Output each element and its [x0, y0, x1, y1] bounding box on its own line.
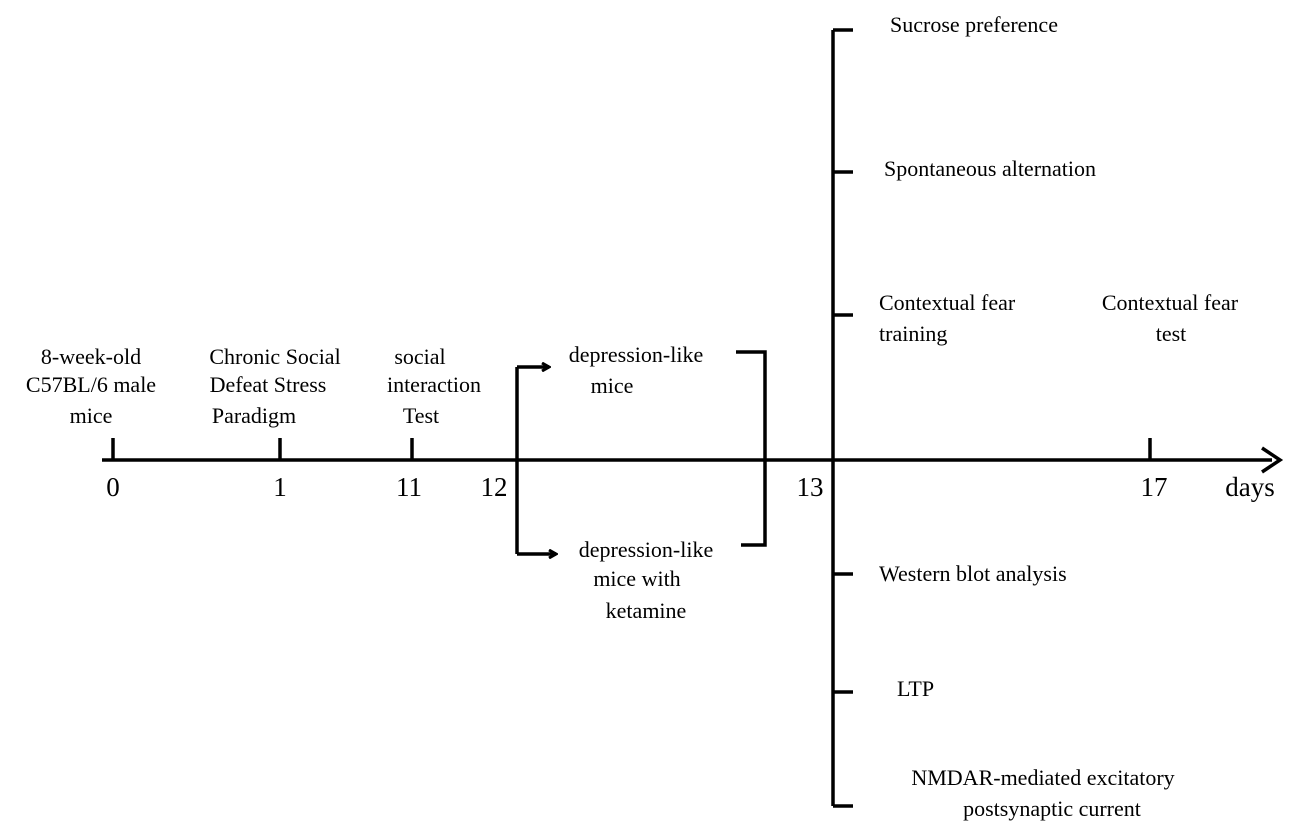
- group-merge-bracket: [736, 350, 767, 547]
- assay-sucrose-preference: Sucrose preference: [890, 12, 1058, 37]
- event-csds-line-3: Paradigm: [212, 403, 296, 428]
- assay-nmdar-line-1: NMDAR-mediated excitatory: [911, 765, 1174, 790]
- event-start-line-2: C57BL/6 male: [26, 372, 156, 397]
- tick-label-0: 0: [106, 472, 120, 502]
- tick-label-1: 1: [273, 472, 287, 502]
- lower-group-line-2: mice with: [593, 566, 680, 591]
- fear-test-line-2: test: [1156, 321, 1187, 346]
- lower-group-line-1: depression-like: [579, 537, 713, 562]
- upper-group-line-1: depression-like: [569, 342, 703, 367]
- upper-group-line-2: mice: [591, 373, 634, 398]
- event-start-label: 8-week-old C57BL/6 male mice: [26, 344, 156, 428]
- event-social-interaction-label: social interaction Test: [387, 344, 481, 428]
- event-start-line-1: 8-week-old: [41, 344, 141, 369]
- tick-label-13: 13: [797, 472, 824, 502]
- event-si-line-1: social: [394, 344, 445, 369]
- tick-label-17: 17: [1141, 472, 1168, 502]
- event-start-line-3: mice: [70, 403, 113, 428]
- assay-fear-training-line-1: Contextual fear: [879, 290, 1016, 315]
- tick-label-12: 12: [481, 472, 508, 502]
- assay-contextual-fear-training: Contextual fear training: [879, 290, 1016, 346]
- event-csds-label: Chronic Social Defeat Stress Paradigm: [209, 344, 340, 428]
- tick-label-11: 11: [396, 472, 422, 502]
- fear-test-line-1: Contextual fear: [1102, 290, 1239, 315]
- event-csds-line-2: Defeat Stress: [210, 372, 327, 397]
- event-si-line-2: interaction: [387, 372, 481, 397]
- event-si-line-3: Test: [403, 403, 439, 428]
- contextual-fear-test-label: Contextual fear test: [1102, 290, 1239, 346]
- event-csds-line-1: Chronic Social: [209, 344, 340, 369]
- lower-group-label: depression-like mice with ketamine: [579, 537, 713, 623]
- assay-nmdar-line-2: postsynaptic current: [963, 796, 1141, 821]
- assay-western-blot: Western blot analysis: [879, 561, 1067, 586]
- upper-group-label: depression-like mice: [569, 342, 703, 398]
- timeline-arrowhead: [1261, 446, 1284, 474]
- axis-unit-label: days: [1225, 472, 1275, 502]
- assay-ltp: LTP: [897, 676, 934, 701]
- lower-group-line-3: ketamine: [606, 598, 687, 623]
- assay-spontaneous-alternation: Spontaneous alternation: [884, 156, 1096, 181]
- assay-nmdar-epsc: NMDAR-mediated excitatory postsynaptic c…: [911, 765, 1174, 821]
- assay-fear-training-line-2: training: [879, 321, 947, 346]
